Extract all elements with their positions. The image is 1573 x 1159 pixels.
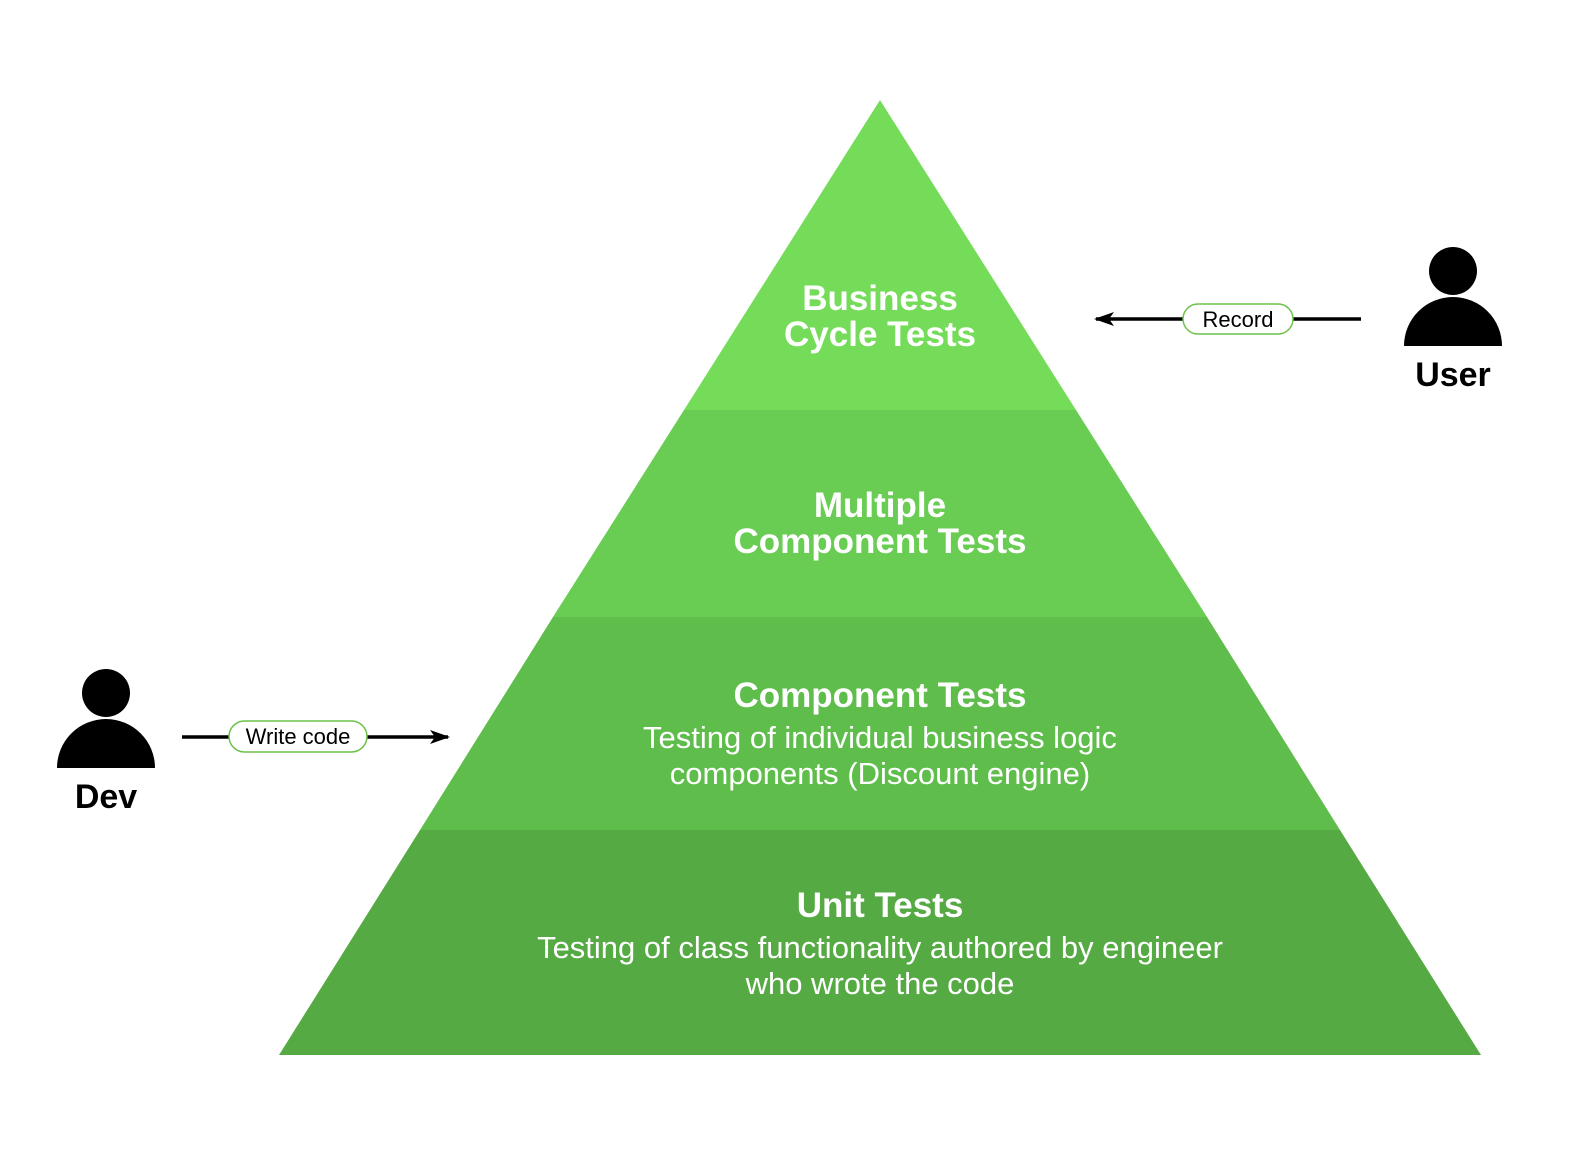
record-arrow: Record bbox=[1094, 303, 1361, 335]
record-pill bbox=[1182, 303, 1294, 335]
pyramid bbox=[279, 100, 1481, 1055]
person-icon bbox=[1404, 247, 1502, 346]
tier-title-line: Unit Tests bbox=[797, 886, 964, 925]
tier-multiple-component-label: Multiple Component Tests bbox=[734, 486, 1027, 561]
tier-title-line: Cycle Tests bbox=[784, 315, 976, 354]
tier-description-line: Testing of individual business logic bbox=[643, 720, 1117, 755]
tier-business-cycle-band bbox=[684, 100, 1076, 410]
tier-description-line: Testing of class functionality authored … bbox=[537, 930, 1223, 965]
tier-business-cycle-label: Business Cycle Tests bbox=[784, 279, 976, 354]
tier-component-band bbox=[420, 617, 1340, 830]
dev-label: Dev bbox=[75, 778, 137, 816]
tier-title-line: Component Tests bbox=[734, 522, 1027, 561]
tier-unit-band bbox=[279, 830, 1481, 1055]
write-code-label: Write code bbox=[246, 724, 351, 749]
user-label: User bbox=[1415, 356, 1491, 394]
tier-component-label: Component Tests Testing of individual bu… bbox=[643, 676, 1117, 791]
dev-actor: Dev bbox=[57, 669, 155, 816]
tier-title-line: Business bbox=[802, 279, 958, 318]
record-label: Record bbox=[1203, 307, 1274, 332]
person-icon bbox=[57, 669, 155, 768]
tier-description-line: components (Discount engine) bbox=[670, 756, 1090, 791]
tier-unit-label: Unit Tests Testing of class functionalit… bbox=[537, 886, 1223, 1001]
tier-title-line: Multiple bbox=[814, 486, 946, 525]
user-actor: User bbox=[1404, 247, 1502, 394]
write-code-arrow: Write code bbox=[182, 720, 450, 753]
tier-multiple-component-band bbox=[553, 410, 1207, 617]
tier-description-line: who wrote the code bbox=[745, 966, 1015, 1001]
write-code-pill bbox=[228, 720, 368, 753]
tier-title-line: Component Tests bbox=[734, 676, 1027, 715]
